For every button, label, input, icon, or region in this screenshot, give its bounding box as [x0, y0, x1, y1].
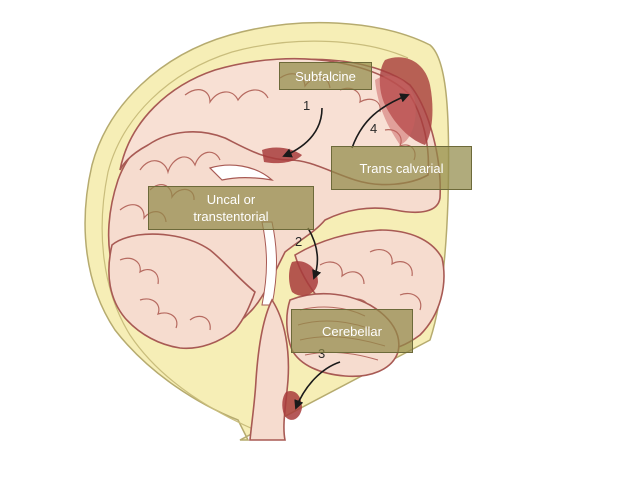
number-2: 2 — [295, 234, 302, 249]
number-3: 3 — [318, 346, 325, 361]
brainstem — [249, 298, 290, 441]
herniation-uncal — [289, 261, 318, 296]
herniation-cerebellar — [282, 390, 302, 420]
dura-line — [101, 40, 409, 431]
label-subfalcine: Subfalcine — [279, 62, 372, 90]
label-cerebellar: Cerebellar — [291, 309, 413, 353]
arrow-2 — [307, 227, 322, 280]
arrow-1 — [282, 107, 323, 158]
ventricle — [208, 164, 274, 181]
arrow-3 — [294, 361, 341, 410]
herniation-trans-calvarial-halo — [375, 75, 416, 145]
number-4: 4 — [370, 121, 377, 136]
arrow-4 — [351, 93, 410, 149]
label-uncal-transtentorial: Uncal or transtentorial — [148, 186, 314, 230]
label-trans-calvarial: Trans calvarial — [331, 146, 472, 190]
cerebrum-lower — [108, 233, 256, 350]
number-1: 1 — [303, 98, 310, 113]
